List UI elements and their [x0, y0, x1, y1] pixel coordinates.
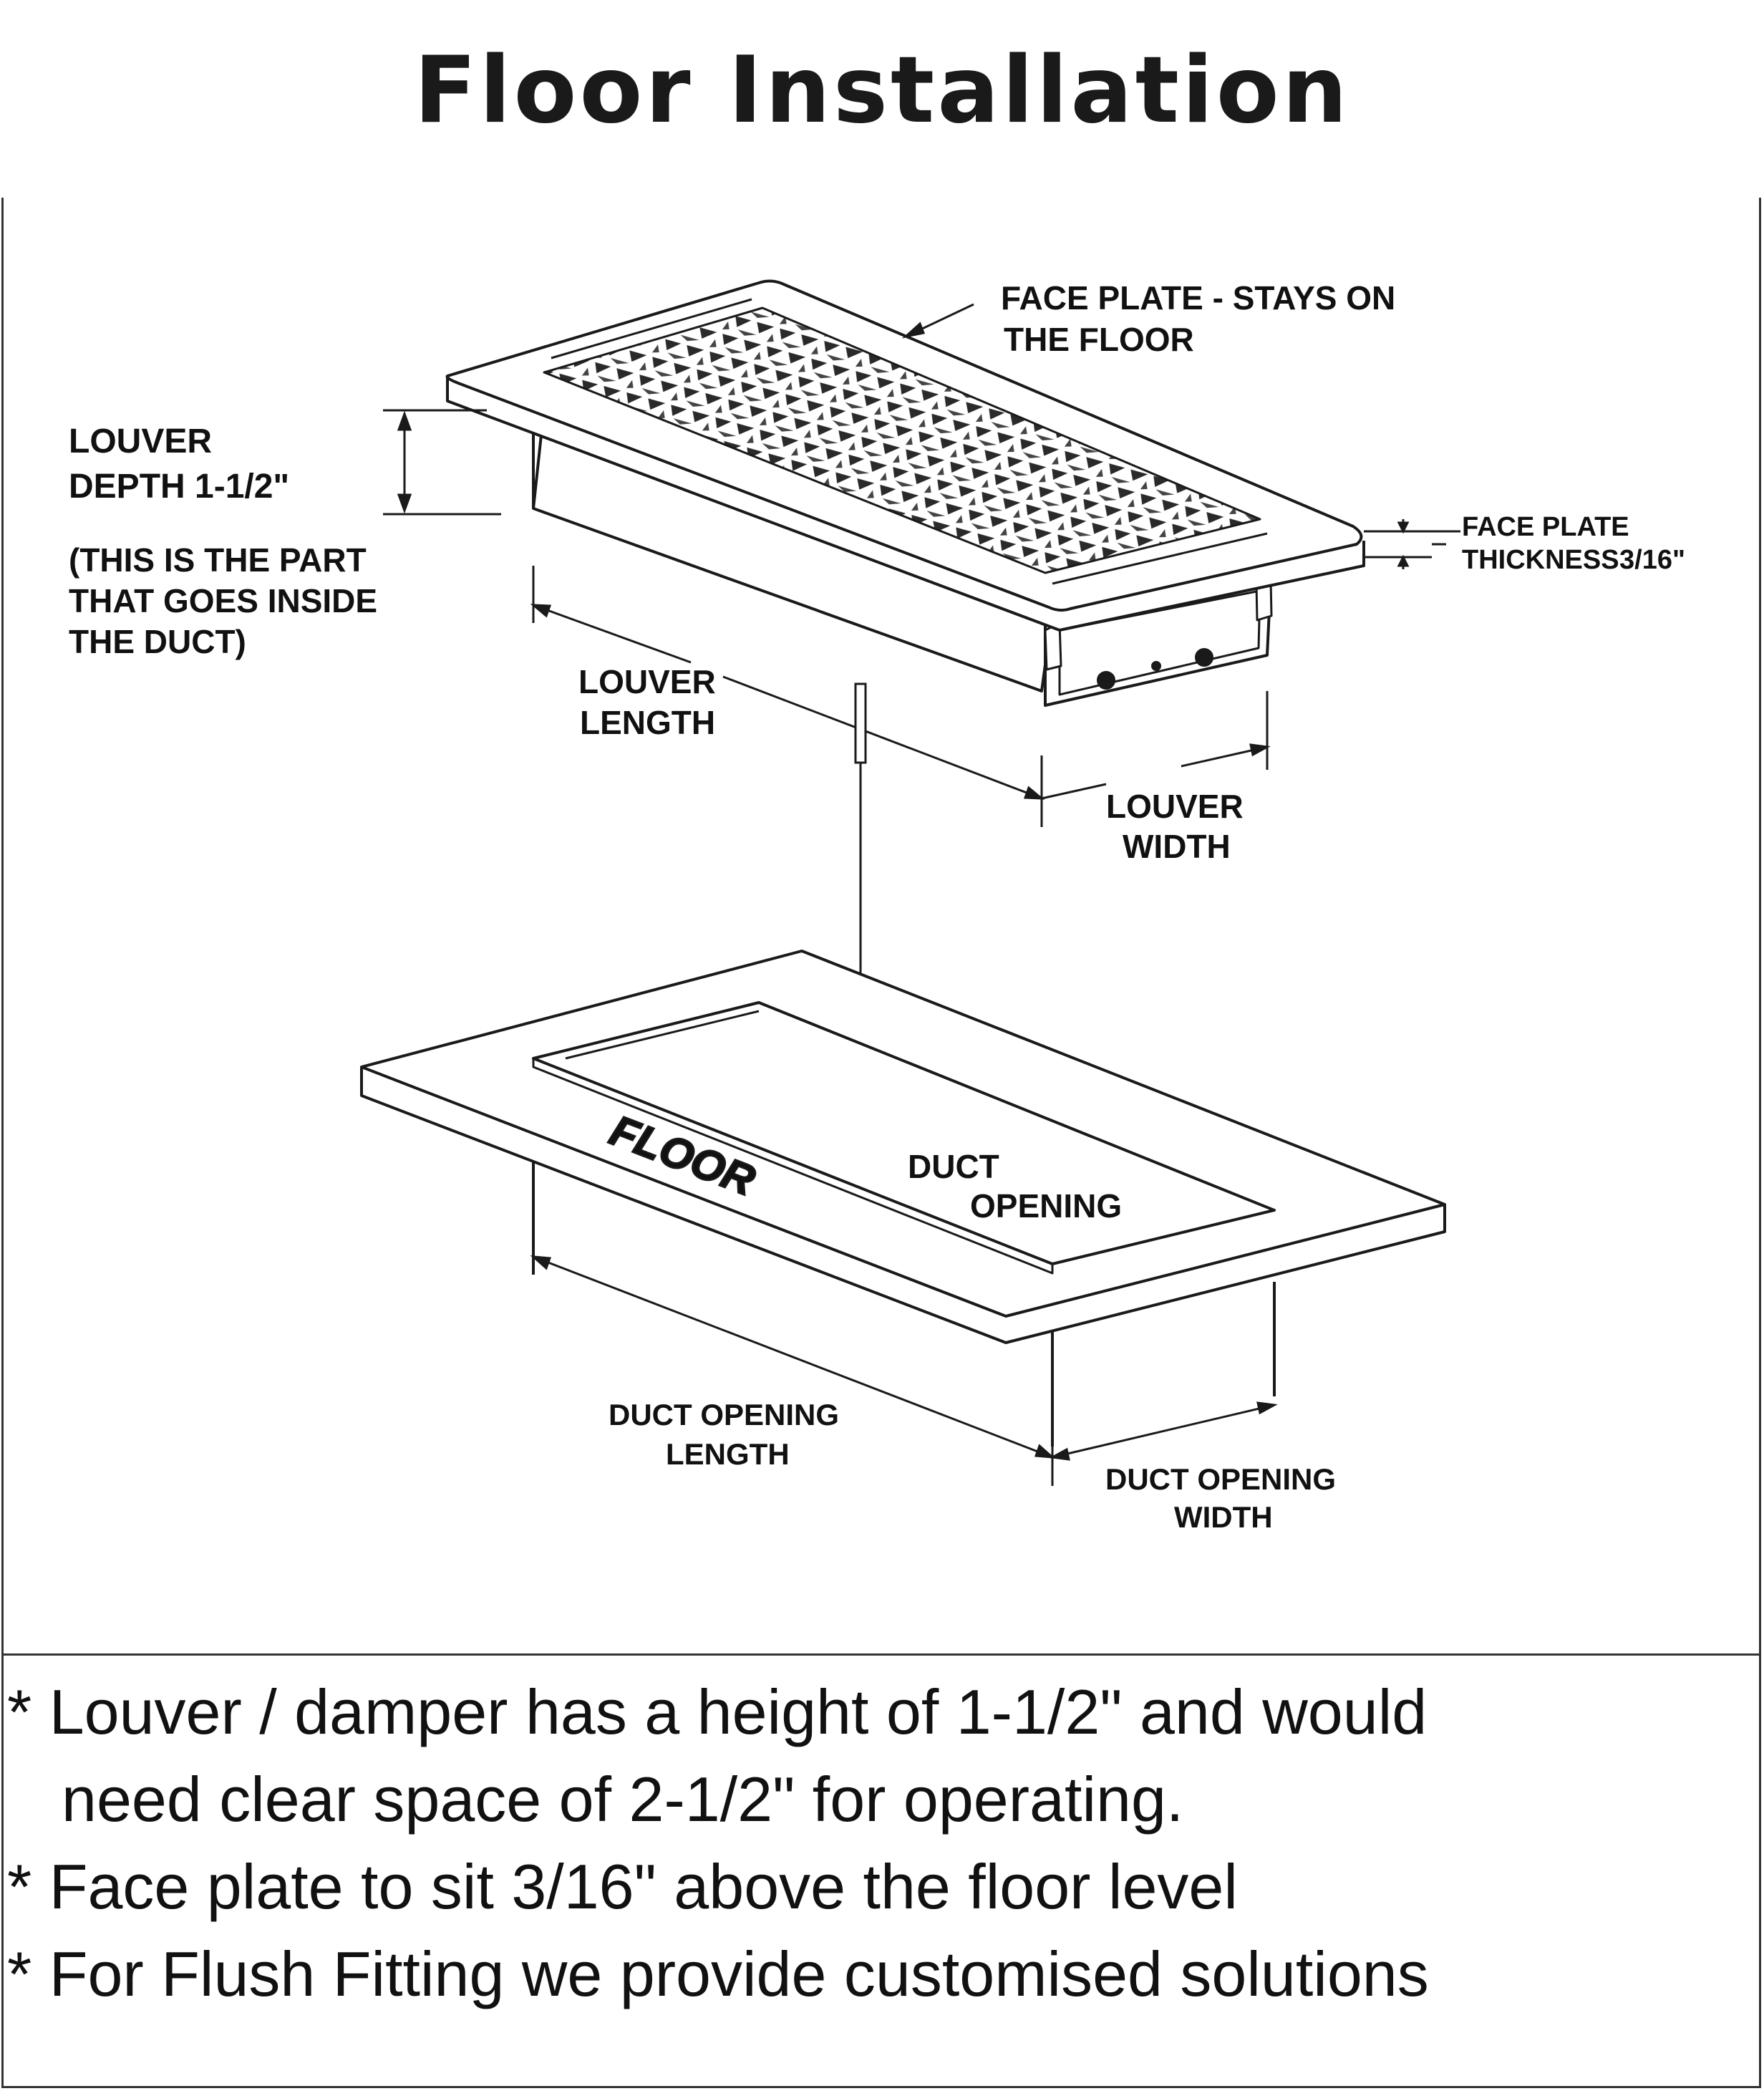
label-louver-width-1: LOUVER — [1106, 788, 1244, 825]
note-clear-space: need clear space of 2-1/2" for operating… — [62, 1764, 1184, 1835]
label-duct-length-1: DUCT OPENING — [609, 1398, 839, 1431]
label-louver-width-2: WIDTH — [1123, 828, 1231, 865]
label-fp-thickness-2: THICKNESS — [1462, 545, 1619, 575]
face-plate-thickness-dimension — [1364, 519, 1460, 569]
label-inside-3: THE DUCT) — [69, 623, 246, 660]
floor-slab — [360, 950, 1446, 1447]
installation-notes: * Louver / damper has a height of 1-1/2"… — [7, 1669, 1754, 2018]
label-louver-length-1: LOUVER — [578, 663, 716, 700]
notes-frame — [1, 1656, 1761, 2088]
label-duct-length-2: LENGTH — [666, 1437, 790, 1471]
label-louver-depth-2: DEPTH 1-1/2" — [69, 468, 289, 506]
diagram-frame — [1, 198, 1761, 1656]
label-louver-length-2: LENGTH — [580, 704, 715, 741]
label-louver-depth-1: LOUVER — [69, 422, 212, 460]
page-title: Floor Installation — [414, 37, 1350, 144]
label-inside-2: THAT GOES INSIDE — [69, 582, 377, 619]
label-fp-thickness-1: FACE PLATE — [1462, 512, 1629, 542]
label-duct-width-2: WIDTH — [1174, 1500, 1273, 1534]
louver-width-dimension — [1041, 691, 1271, 800]
note-louver-height: * Louver / damper has a height of 1-1/2"… — [7, 1676, 1428, 1747]
duct-length-dimension — [530, 1255, 1056, 1486]
louver-depth-dimension — [383, 409, 501, 516]
louver-length-dimension — [530, 566, 1045, 827]
label-duct-1: DUCT — [908, 1148, 999, 1185]
label-face-plate-1: FACE PLATE - STAYS ON — [1001, 279, 1395, 317]
label-face-plate-2: THE FLOOR — [1004, 321, 1194, 358]
grille-opening — [543, 306, 1261, 574]
note-flush-fitting: * For Flush Fitting we provide customise… — [7, 1938, 1429, 2009]
note-face-plate: * Face plate to sit 3/16" above the floo… — [7, 1851, 1238, 1922]
duct-width-dimension — [1049, 1401, 1278, 1461]
louver-assembly — [445, 279, 1365, 707]
face-plate-leader — [901, 303, 974, 339]
duct-opening — [532, 1001, 1276, 1265]
label-duct-width-1: DUCT OPENING — [1105, 1462, 1336, 1496]
label-duct-2: OPENING — [970, 1187, 1122, 1225]
label-fp-thickness-3: 3/16" — [1619, 545, 1685, 575]
label-inside-1: (THIS IS THE PART — [69, 541, 367, 579]
